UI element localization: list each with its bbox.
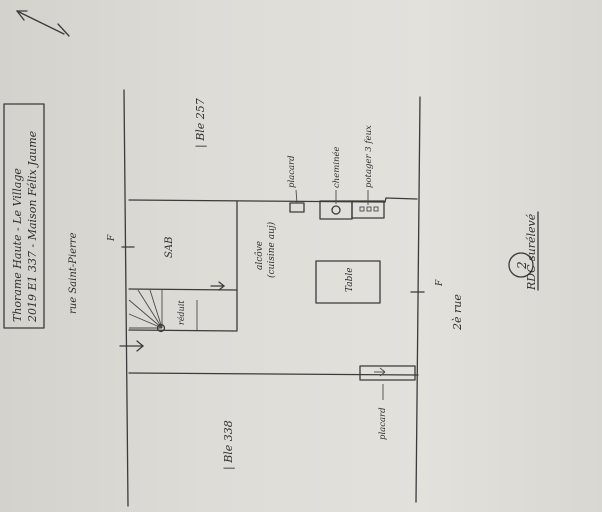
parcel-right-label: | Ble 257	[194, 98, 208, 148]
facade-mark-bottom: F	[435, 279, 445, 287]
street-top-label: rue Saint-Pierre	[68, 232, 79, 314]
sheet-number-circle	[508, 252, 534, 278]
level-label: RDC surélevé	[525, 213, 538, 291]
title-line-2: 2019 E1 337 - Maison Félix Jaume	[26, 130, 39, 323]
table-label: Table	[345, 267, 355, 292]
placard-bottom-box	[359, 365, 416, 381]
staircase	[128, 289, 198, 333]
potager-label: potager 3 feux	[364, 125, 374, 188]
reduit-label: réduit	[177, 300, 186, 325]
title-line-1: Thorame Haute - Le Village	[11, 168, 24, 322]
cheminee-label: cheminée	[331, 146, 342, 188]
facade-ticks	[121, 246, 425, 293]
walls	[123, 89, 421, 507]
placard-bottom-label: placard	[378, 407, 388, 440]
parcel-left-label: | Ble 338	[222, 420, 236, 470]
entry-arrows	[119, 281, 225, 352]
placard-top-label: placard	[287, 155, 297, 188]
facade-mark-top: F	[107, 234, 117, 242]
room-sab-label: SAB	[164, 237, 175, 258]
sheet-number: 2	[515, 261, 529, 270]
room-alcove-label: alcôve	[254, 241, 265, 270]
street-bottom-label: 2è rue	[451, 294, 464, 331]
room-alcove-sub-label: (cuisine auj)	[266, 221, 277, 278]
table-outline	[315, 260, 381, 304]
fittings-top	[289, 189, 385, 220]
north-arrow-icon	[16, 10, 70, 37]
title-block-frame	[3, 103, 45, 329]
